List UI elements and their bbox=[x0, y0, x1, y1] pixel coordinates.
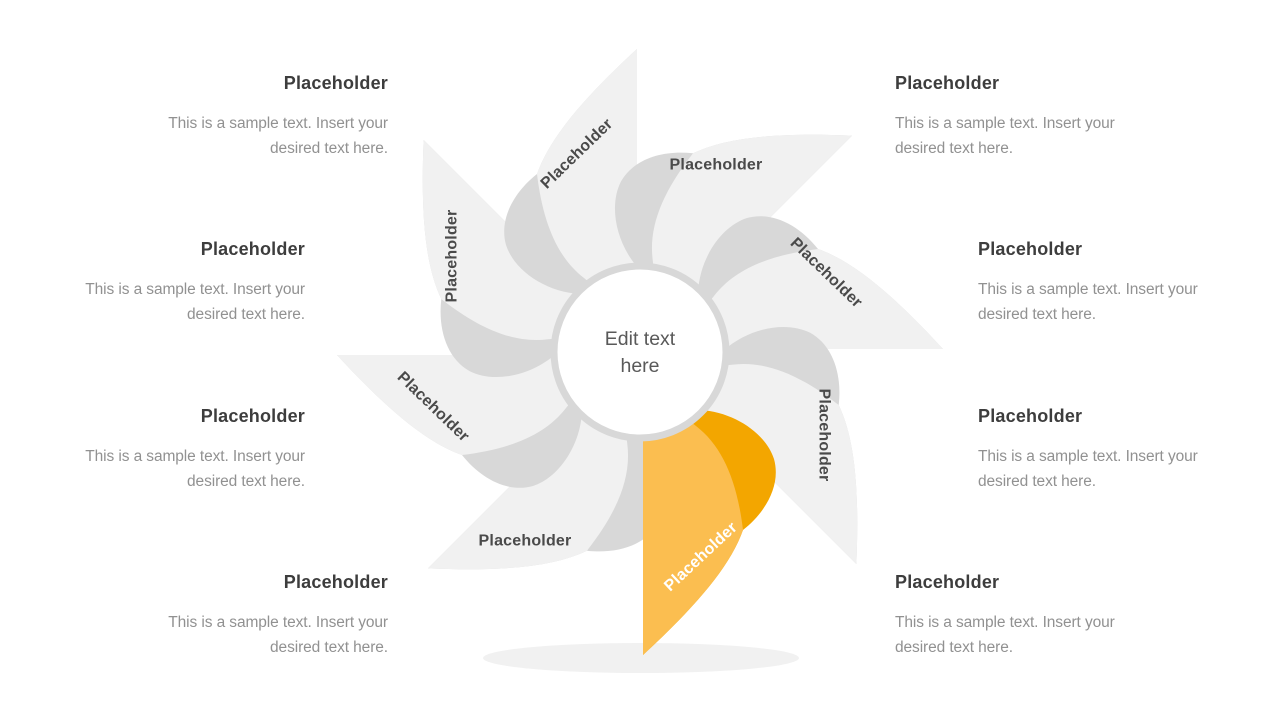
petal-right[interactable] bbox=[697, 216, 943, 349]
petal-label-top-left[interactable]: Placeholder bbox=[444, 210, 461, 303]
block-body[interactable]: This is a sample text. Insert your desir… bbox=[978, 448, 1198, 490]
base-shadow-ellipse bbox=[483, 643, 799, 673]
block-body[interactable]: This is a sample text. Insert your desir… bbox=[895, 614, 1115, 656]
text-block-mid-lower-right[interactable]: Placeholder This is a sample text. Inser… bbox=[978, 406, 1230, 494]
block-heading[interactable]: Placeholder bbox=[283, 73, 388, 93]
block-heading[interactable]: Placeholder bbox=[895, 572, 1000, 592]
block-body[interactable]: This is a sample text. Insert your desir… bbox=[168, 115, 388, 157]
petal-label-bottom-right[interactable]: Placeholder bbox=[816, 389, 833, 482]
center-circle[interactable] bbox=[550, 262, 730, 442]
text-block-bottom-left[interactable]: Placeholder This is a sample text. Inser… bbox=[136, 572, 388, 660]
block-heading[interactable]: Placeholder bbox=[978, 406, 1083, 426]
text-block-bottom-right[interactable]: Placeholder This is a sample text. Inser… bbox=[895, 572, 1147, 660]
petal-label-bottom-left[interactable]: Placeholder bbox=[479, 533, 572, 550]
text-block-top-right[interactable]: Placeholder This is a sample text. Inser… bbox=[895, 73, 1147, 161]
text-block-mid-lower-left[interactable]: Placeholder This is a sample text. Inser… bbox=[53, 406, 305, 494]
petal-label-top-right[interactable]: Placeholder bbox=[670, 157, 763, 174]
block-heading[interactable]: Placeholder bbox=[200, 406, 305, 426]
block-heading[interactable]: Placeholder bbox=[283, 572, 388, 592]
center-edit-text[interactable]: Edit text here bbox=[604, 328, 676, 377]
block-body[interactable]: This is a sample text. Insert your desir… bbox=[895, 115, 1115, 157]
block-body[interactable]: This is a sample text. Insert your desir… bbox=[85, 281, 305, 323]
petal-bottom-accent[interactable] bbox=[643, 409, 776, 655]
block-heading[interactable]: Placeholder bbox=[895, 73, 1000, 93]
block-body[interactable]: This is a sample text. Insert your desir… bbox=[978, 281, 1198, 323]
text-block-mid-upper-left[interactable]: Placeholder This is a sample text. Inser… bbox=[53, 239, 305, 327]
block-body[interactable]: This is a sample text. Insert your desir… bbox=[168, 614, 388, 656]
block-body[interactable]: This is a sample text. Insert your desir… bbox=[85, 448, 305, 490]
text-block-top-left[interactable]: Placeholder This is a sample text. Inser… bbox=[136, 73, 388, 161]
block-heading[interactable]: Placeholder bbox=[200, 239, 305, 259]
block-heading[interactable]: Placeholder bbox=[978, 239, 1083, 259]
text-block-mid-upper-right[interactable]: Placeholder This is a sample text. Inser… bbox=[978, 239, 1230, 327]
